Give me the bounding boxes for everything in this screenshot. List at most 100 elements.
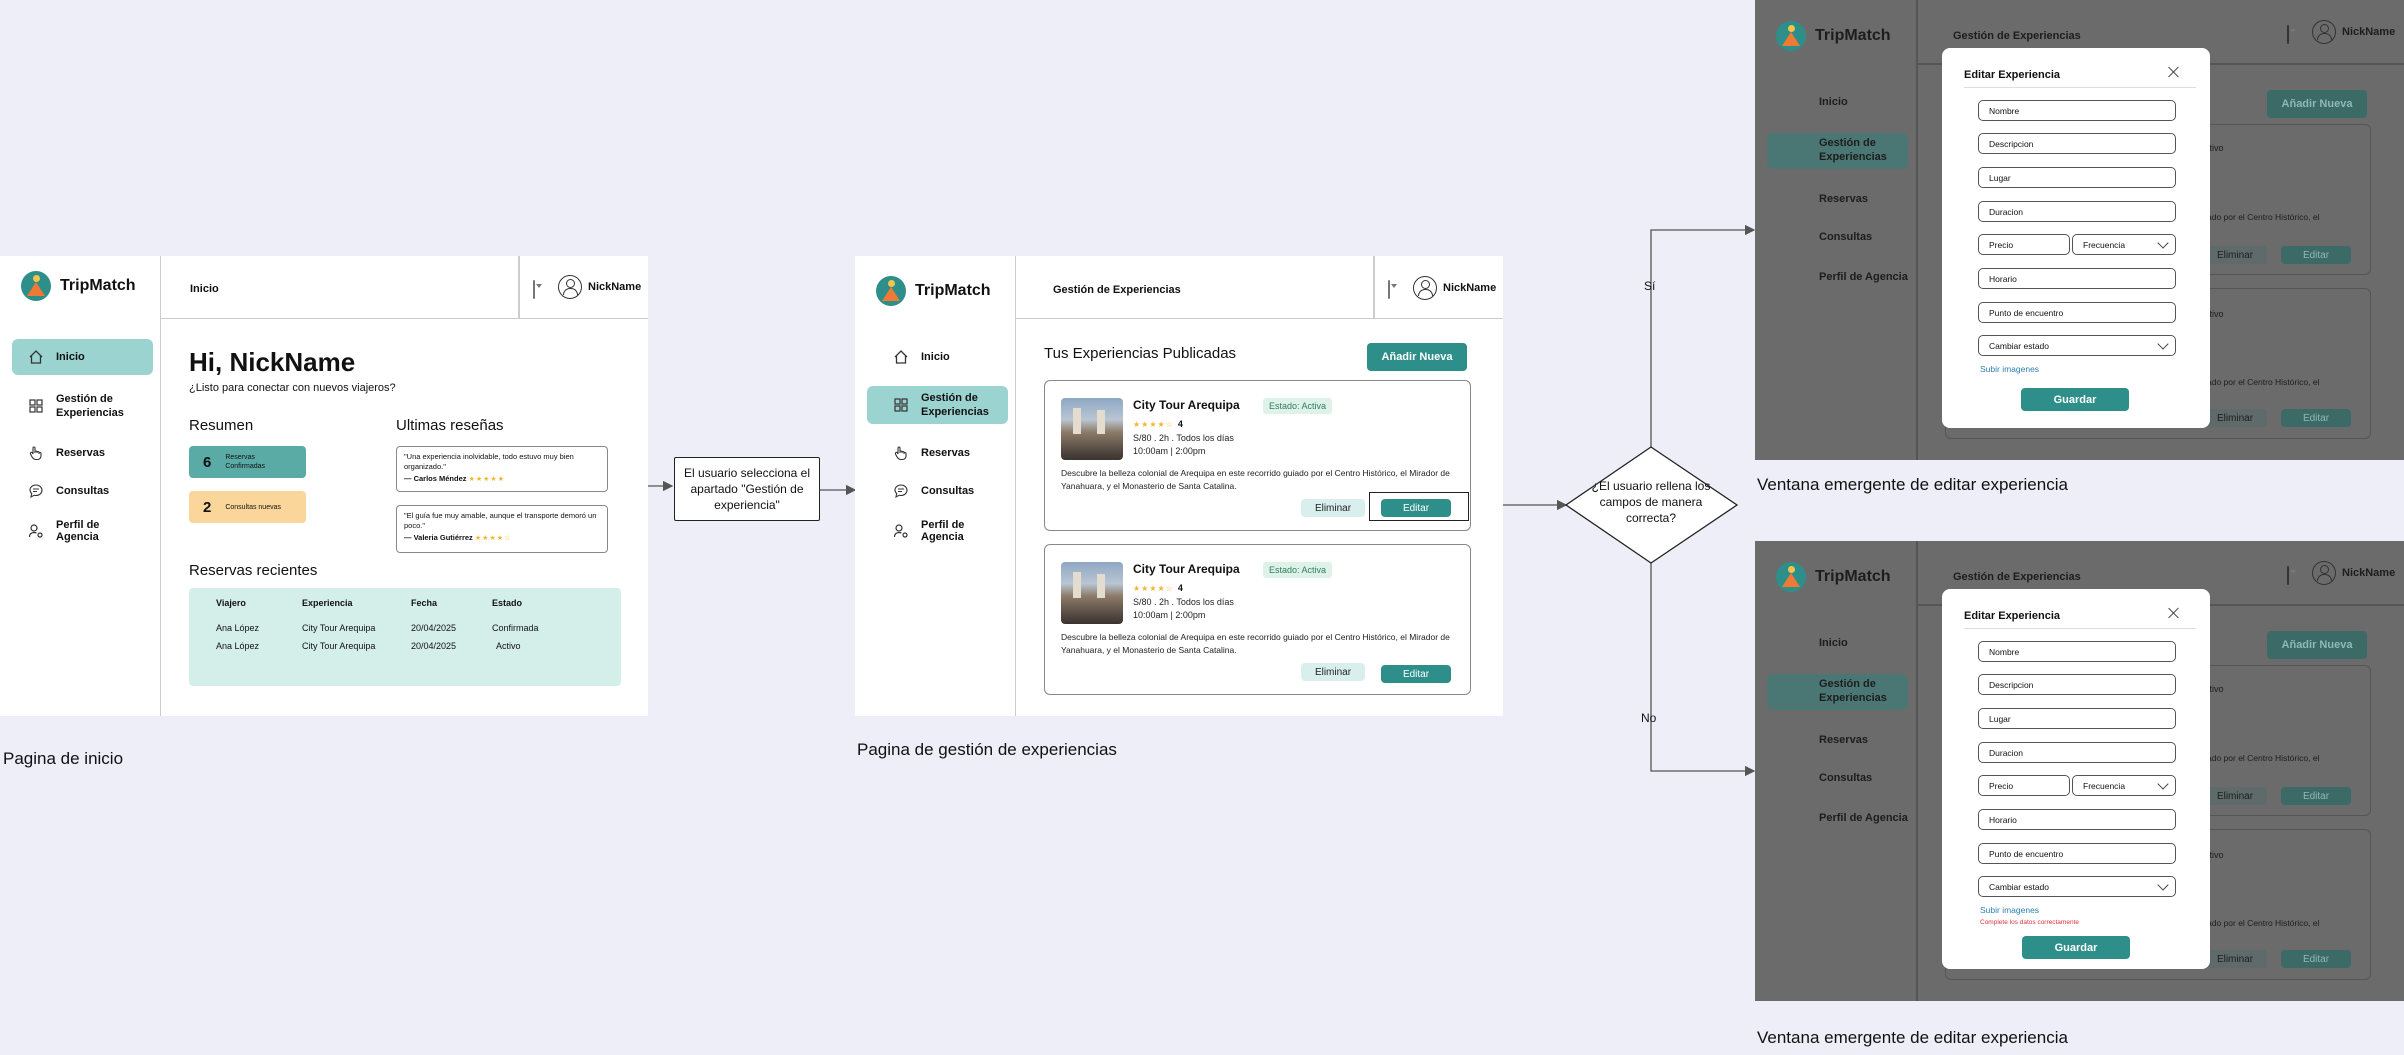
manage-topbar: Gestión de Experiencias NickName	[1016, 256, 1503, 319]
arrow-yes-branch	[1650, 224, 1756, 447]
chat-icon	[29, 484, 43, 499]
edit-experience-modal: Editar Experiencia Nombre Descripcion Lu…	[1942, 589, 2210, 969]
bg-nav-consultas: Consultas	[1819, 772, 1873, 784]
sidebar-item-label: Inicio	[921, 351, 950, 363]
horario-field[interactable]: Horario	[1978, 809, 2176, 830]
sidebar-item-reservas[interactable]: Reservas	[12, 438, 153, 468]
experience-card: City Tour Arequipa ★★★★☆4 Estado: Activa…	[1044, 380, 1471, 531]
page-title: Gestión de Experiencias	[1053, 284, 1181, 296]
chevron-down-icon	[2157, 237, 2169, 249]
estado-select[interactable]: Cambiar estado	[1978, 876, 2176, 897]
frecuencia-value: Frecuencia	[2083, 239, 2126, 250]
notification-icon[interactable]	[1388, 280, 1390, 299]
action-box: El usuario selecciona el apartado "Gesti…	[674, 457, 820, 521]
bg-delete-button: Eliminar	[2203, 246, 2267, 264]
grid-icon	[29, 399, 43, 413]
delete-button[interactable]: Eliminar	[1301, 663, 1365, 681]
close-icon[interactable]	[2167, 65, 2181, 79]
bookings-title: Reservas recientes	[189, 562, 318, 579]
bg-brand: TripMatch	[1776, 562, 1891, 592]
review-card: "Una experiencia inolvidable, todo estuv…	[396, 446, 608, 492]
save-button[interactable]: Guardar	[2022, 936, 2130, 959]
bg-nav-gestion: Gestión de Experiencias	[1819, 678, 1887, 704]
user-settings-icon	[28, 524, 43, 538]
experience-title: City Tour Arequipa	[1133, 562, 1240, 576]
bg-desc-fragment: ado por el Centro Histórico, el	[2207, 377, 2320, 387]
experience-card: City Tour Arequipa ★★★★☆4 Estado: Activa…	[1044, 544, 1471, 695]
sidebar-item-perfil[interactable]: Perfil de Agencia	[867, 516, 1008, 546]
caption-modal-no: Ventana emergente de editar experiencia	[1757, 1028, 2068, 1047]
edit-button[interactable]: Editar	[1381, 665, 1451, 683]
save-button[interactable]: Guardar	[2021, 388, 2129, 411]
decision-label: ¿El usuario rellena los campos de manera…	[1591, 479, 1711, 525]
table-header: Fecha	[411, 598, 438, 608]
status-badge: Estado: Activa	[1263, 398, 1333, 414]
estado-select[interactable]: Cambiar estado	[1978, 335, 2176, 356]
upload-images-link[interactable]: Subir imagenes	[1980, 364, 2040, 374]
bg-edit-button: Editar	[2281, 409, 2351, 427]
modal-title: Editar Experiencia	[1964, 69, 2060, 81]
delete-button[interactable]: Eliminar	[1301, 499, 1365, 517]
avatar-icon	[558, 275, 582, 299]
close-icon[interactable]	[2167, 606, 2181, 620]
review-text: "El guía fue muy amable, aunque el trans…	[404, 511, 597, 530]
horario-field[interactable]: Horario	[1978, 268, 2176, 289]
table-header: Experiencia	[302, 598, 353, 608]
sidebar-item-consultas[interactable]: Consultas	[12, 476, 153, 506]
descripcion-field[interactable]: Descripcion	[1978, 674, 2176, 695]
bg-nav-perfil: Perfil de Agencia	[1819, 271, 1908, 283]
frecuencia-select[interactable]: Frecuencia	[2072, 775, 2176, 796]
chevron-down-icon	[2157, 879, 2169, 891]
tripmatch-logo-icon	[876, 276, 906, 306]
notification-icon[interactable]	[533, 280, 535, 299]
rating-value: 4	[1177, 419, 1183, 429]
rating-stars: ★★★★☆	[1133, 584, 1174, 593]
duracion-field[interactable]: Duracion	[1978, 742, 2176, 763]
user-menu[interactable]: NickName	[1413, 276, 1496, 300]
summary-count: 2	[203, 498, 212, 516]
sidebar-item-reservas[interactable]: Reservas	[867, 438, 1008, 468]
sidebar-item-gestion[interactable]: Gestión de Experiencias	[12, 387, 153, 425]
sidebar-item-perfil[interactable]: Perfil de Agencia	[12, 516, 153, 546]
bg-edit-button: Editar	[2281, 950, 2351, 968]
bg-status-fragment: ctivo	[2205, 309, 2224, 319]
duracion-field[interactable]: Duracion	[1978, 201, 2176, 222]
lugar-field[interactable]: Lugar	[1978, 167, 2176, 188]
sidebar-item-label: Inicio	[56, 351, 85, 363]
greeting-subtitle: ¿Listo para conectar con nuevos viajeros…	[189, 382, 396, 394]
frecuencia-select[interactable]: Frecuencia	[2072, 234, 2176, 255]
sidebar-item-inicio[interactable]: Inicio	[12, 339, 153, 375]
rating-value: 4	[1177, 583, 1183, 593]
punto-encuentro-field[interactable]: Punto de encuentro	[1978, 843, 2176, 864]
summary-card-confirmed[interactable]: 6 Reservas Confirmadas	[189, 446, 306, 478]
edit-button[interactable]: Editar	[1381, 499, 1451, 517]
sidebar-item-consultas[interactable]: Consultas	[867, 476, 1008, 506]
user-name: NickName	[2342, 26, 2396, 38]
summary-count: 6	[203, 453, 212, 471]
manage-brand[interactable]: TripMatch	[876, 276, 991, 306]
nombre-field[interactable]: Nombre	[1978, 100, 2176, 121]
sidebar-item-inicio[interactable]: Inicio	[867, 342, 1008, 372]
nombre-field[interactable]: Nombre	[1978, 641, 2176, 662]
home-brand[interactable]: TripMatch	[21, 271, 136, 301]
brand-name: TripMatch	[1815, 568, 1891, 585]
user-menu[interactable]: NickName	[558, 275, 641, 299]
table-header: Viajero	[216, 598, 246, 608]
punto-encuentro-field[interactable]: Punto de encuentro	[1978, 302, 2176, 323]
summary-card-inquiries[interactable]: 2 Consultas nuevas	[189, 491, 306, 523]
add-experience-button[interactable]: Añadir Nueva	[1367, 343, 1467, 371]
sidebar-item-gestion[interactable]: Gestión de Experiencias	[867, 386, 1008, 424]
table-header: Estado	[492, 598, 523, 608]
lugar-field[interactable]: Lugar	[1978, 708, 2176, 729]
experience-image	[1061, 562, 1123, 624]
sidebar-item-label: Gestión de Experiencias	[921, 392, 989, 418]
chevron-down-icon	[2157, 338, 2169, 350]
bg-nav-inicio: Inicio	[1819, 637, 1848, 649]
upload-images-link[interactable]: Subir imagenes	[1980, 905, 2040, 915]
experience-rating: ★★★★☆4	[1133, 414, 1183, 432]
precio-field[interactable]: Precio	[1978, 775, 2070, 796]
precio-field[interactable]: Precio	[1978, 234, 2070, 255]
bg-notification-icon	[2287, 566, 2289, 585]
descripcion-field[interactable]: Descripcion	[1978, 133, 2176, 154]
modal-screen-success: TripMatch Gestión de Experiencias NickNa…	[1755, 0, 2404, 460]
